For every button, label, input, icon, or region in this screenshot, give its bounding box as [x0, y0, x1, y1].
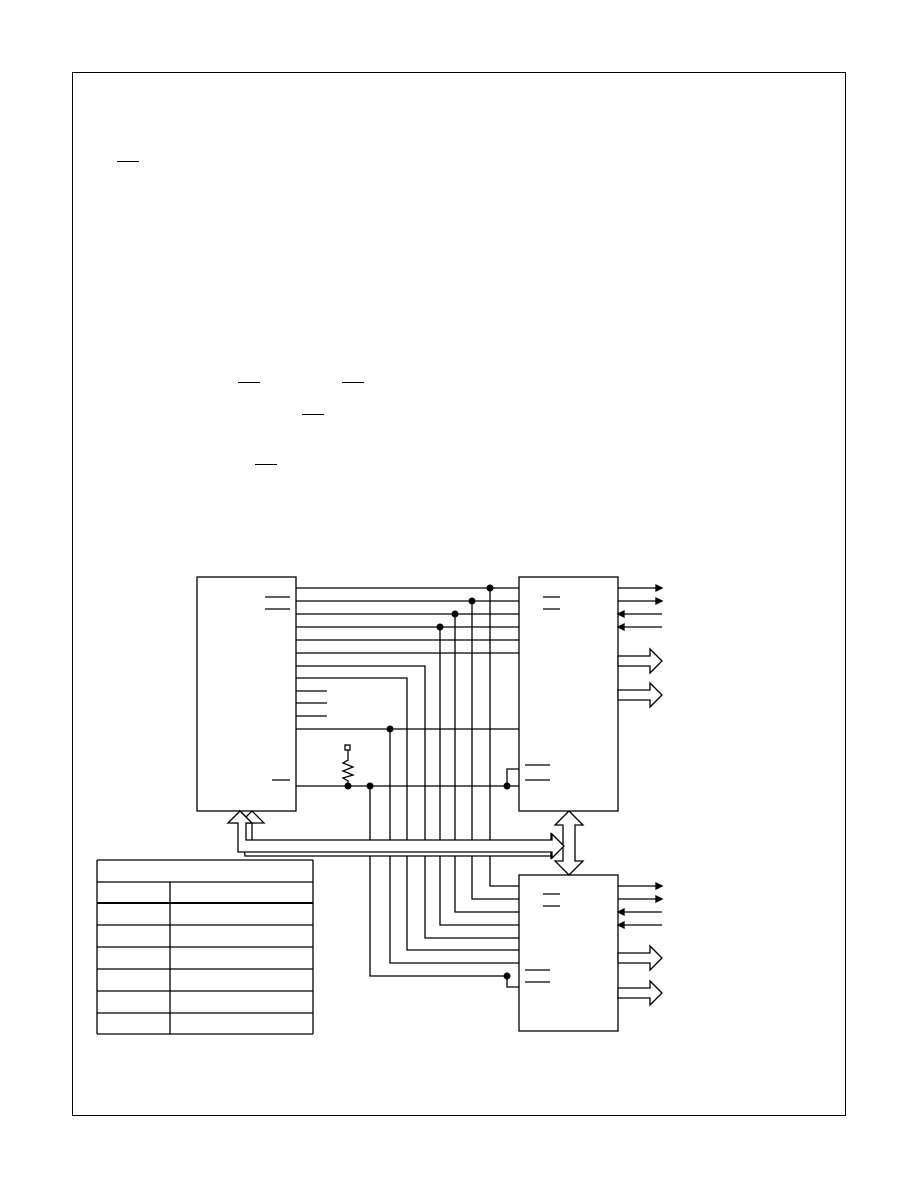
bus-arrow-right [617, 944, 663, 972]
left-bus-arrow [226, 810, 565, 860]
arrowhead-left [616, 920, 625, 930]
signal-line [439, 627, 519, 926]
text-overbar [238, 382, 260, 383]
bus-arrow-right [617, 647, 663, 675]
signal-line [454, 614, 519, 913]
vertical-bus-arrow [553, 810, 585, 876]
left-chip-block [196, 576, 297, 812]
bus-arrow-right [617, 681, 663, 709]
junction-dot [386, 725, 394, 733]
signal-table [96, 859, 314, 1035]
junction-dot [468, 597, 476, 605]
junction-dot [486, 584, 494, 592]
right-bottom-chip-block [518, 874, 619, 1032]
loop-wire [506, 768, 519, 786]
pullup-terminal [344, 744, 351, 751]
data-bus [251, 823, 551, 842]
text-overbar [302, 414, 324, 415]
right-top-chip-block [518, 576, 619, 812]
signal-line [296, 665, 519, 939]
text-overbar [117, 161, 139, 162]
junction-dot [366, 782, 374, 790]
junction-dot [436, 623, 444, 631]
arrowhead-right [655, 583, 664, 593]
page-frame [72, 72, 846, 1116]
bus-arrow-right [617, 979, 663, 1007]
arrowhead-right [655, 894, 664, 904]
junction-dot [451, 610, 459, 618]
text-overbar [255, 464, 277, 465]
signal-line [471, 601, 519, 900]
text-overbar [342, 382, 364, 383]
pullup-resistor [341, 750, 355, 786]
arrowhead-left [616, 907, 625, 917]
loop-wire [506, 976, 519, 988]
arrowhead-left [616, 622, 625, 632]
signal-line [296, 677, 519, 951]
arrowhead-right [655, 881, 664, 891]
arrowhead-right [655, 596, 664, 606]
arrowhead-left [616, 609, 625, 619]
signal-line [489, 588, 519, 887]
signal-line [389, 729, 519, 964]
